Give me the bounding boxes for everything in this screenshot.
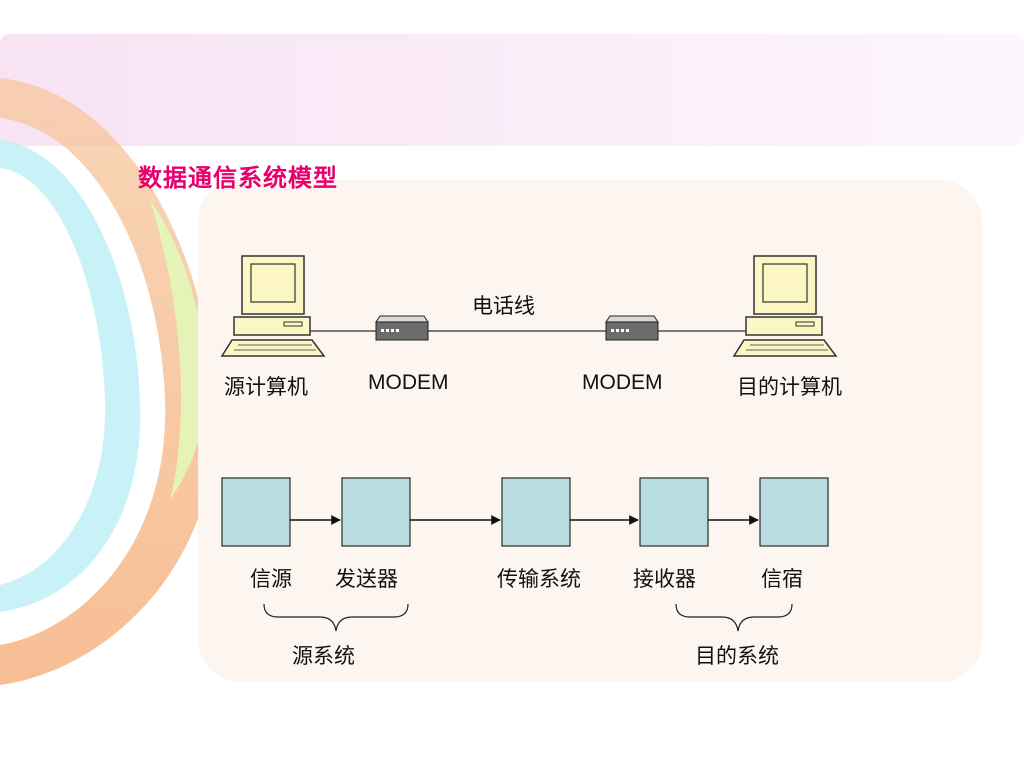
block-label-chuanshu: 传输系统 xyxy=(497,567,581,591)
dest-computer-icon xyxy=(732,255,838,357)
header-band xyxy=(0,34,1024,146)
block-label-fasongqi: 发送器 xyxy=(335,567,398,591)
content-panel xyxy=(198,180,982,682)
modem-right-label: MODEM xyxy=(582,371,663,394)
modem-left-label: MODEM xyxy=(368,371,449,394)
dest-computer-label: 目的计算机 xyxy=(737,375,842,399)
group-label-dest: 目的系统 xyxy=(695,644,779,668)
group-label-source: 源系统 xyxy=(292,644,355,668)
brace-dest xyxy=(675,603,793,632)
block-label-xinsu: 信宿 xyxy=(761,567,803,591)
block-xinsu xyxy=(759,477,829,547)
block-xinyuan xyxy=(221,477,291,547)
block-label-xinyuan: 信源 xyxy=(250,567,292,591)
block-label-jieshouqi: 接收器 xyxy=(633,567,696,591)
source-computer-label: 源计算机 xyxy=(224,375,308,399)
modem-left-icon xyxy=(375,315,429,341)
block-chuanshu xyxy=(501,477,571,547)
modem-right-icon xyxy=(605,315,659,341)
page-title: 数据通信系统模型 xyxy=(138,164,338,192)
block-fasongqi xyxy=(341,477,411,547)
block-jieshouqi xyxy=(639,477,709,547)
phone-line-label: 电话线 xyxy=(472,294,535,318)
brace-source xyxy=(263,603,409,632)
decorative-arcs xyxy=(0,78,216,685)
source-computer-icon xyxy=(220,255,326,357)
